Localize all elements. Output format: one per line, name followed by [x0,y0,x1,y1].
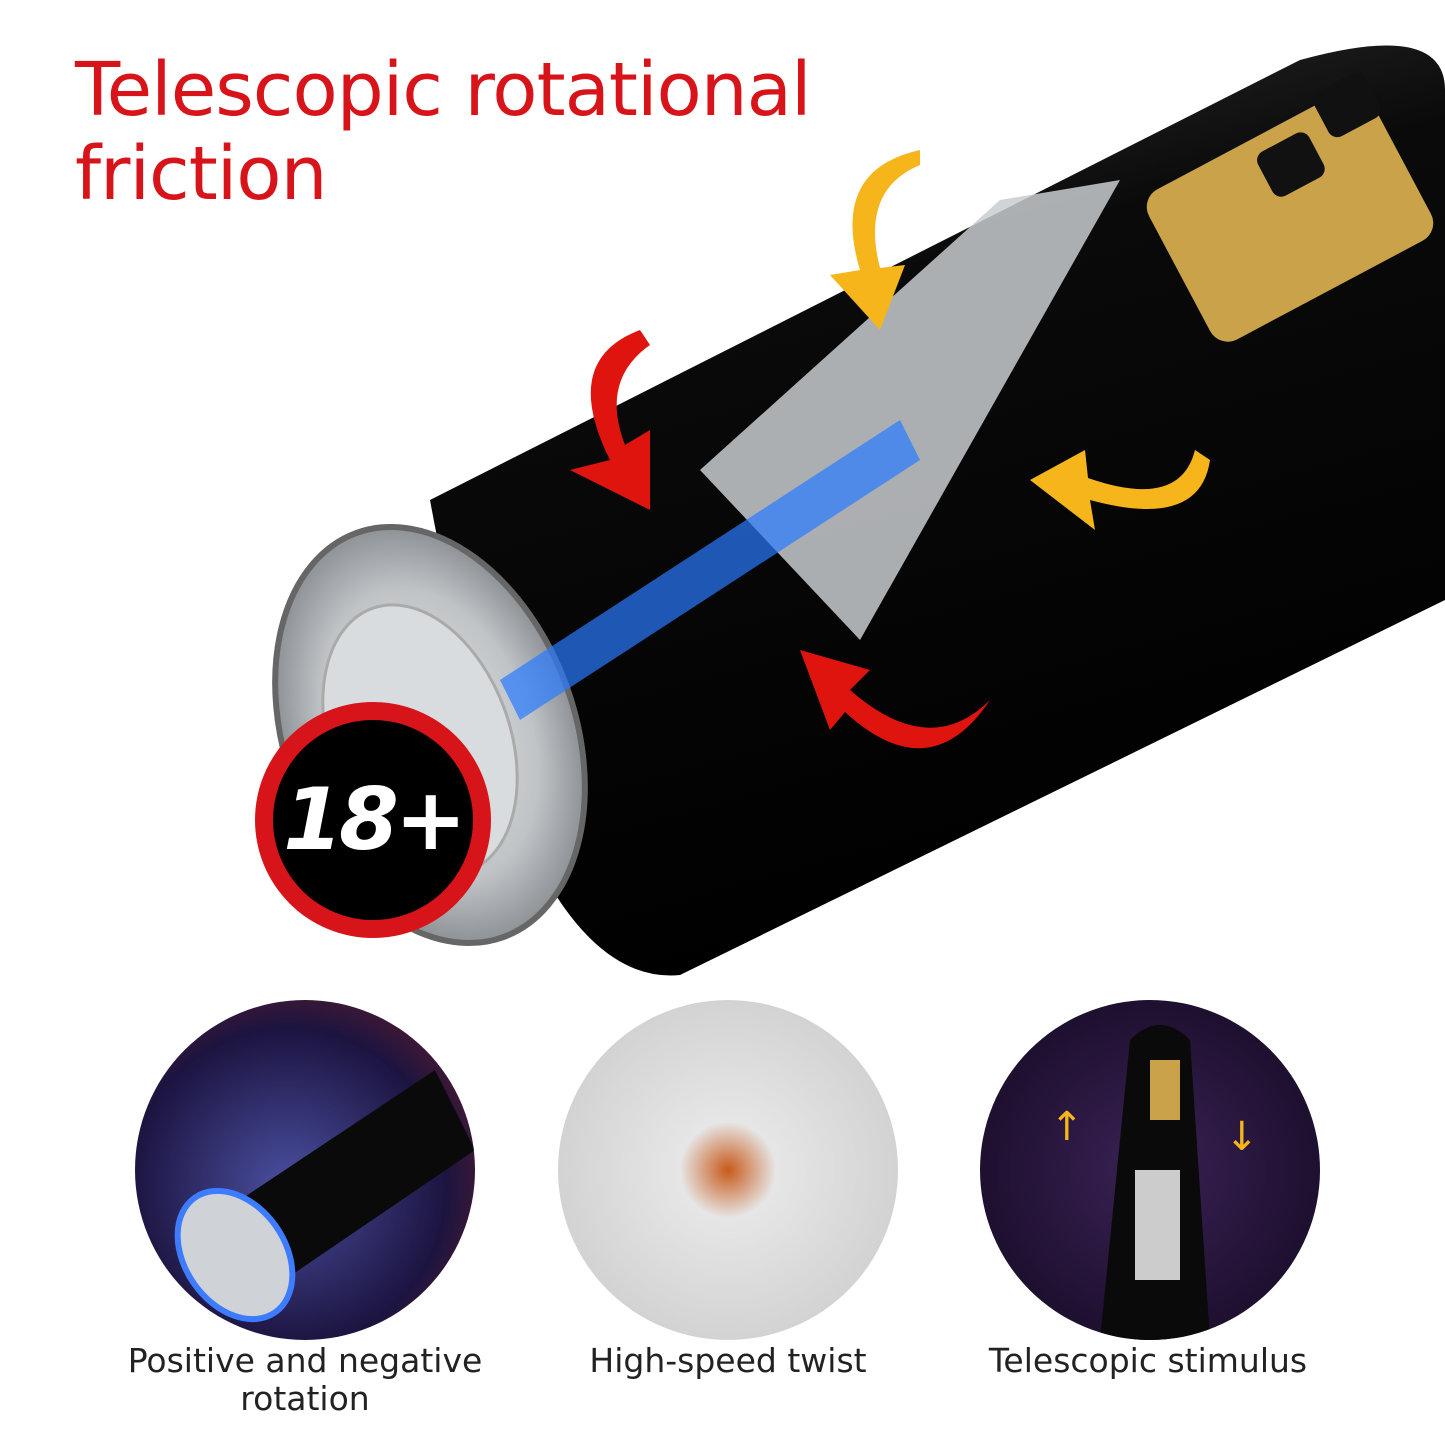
yellow-arrow-icon [1030,450,1210,530]
feature-caption-rotation: Positive and negative rotation [85,1342,525,1418]
badge-label: 18+ [273,720,473,920]
power-button-icon [1257,132,1325,197]
product-illustration [272,45,1445,976]
red-arrow-icon [800,650,990,749]
caption-line: Positive and negative [127,1341,483,1380]
red-arrow-icon [570,330,650,510]
age-restriction-badge: 18+ [255,702,491,938]
feature-image-telescopic: ↑↓ [980,1000,1320,1340]
headline: Telescopic rotational friction [75,47,812,217]
yellow-arrow-icon [830,150,920,330]
headline-line-2: friction [75,131,327,217]
caption-line: High-speed twist [589,1341,867,1380]
caption-line: rotation [240,1379,370,1418]
feature-image-twist [558,1000,898,1340]
feature-image-rotation [135,1000,475,1340]
down-arrow-icon: ↓ [1225,1114,1259,1160]
headline-line-1: Telescopic rotational [75,47,812,133]
feature-caption-twist: High-speed twist [508,1342,948,1380]
mode-button-icon [1313,72,1381,138]
blue-glow [500,420,920,720]
control-panel [1146,88,1434,342]
up-arrow-icon: ↑ [1050,1104,1084,1150]
caption-line: Telescopic stimulus [988,1341,1308,1380]
feature-caption-telescopic: Telescopic stimulus [928,1342,1368,1380]
